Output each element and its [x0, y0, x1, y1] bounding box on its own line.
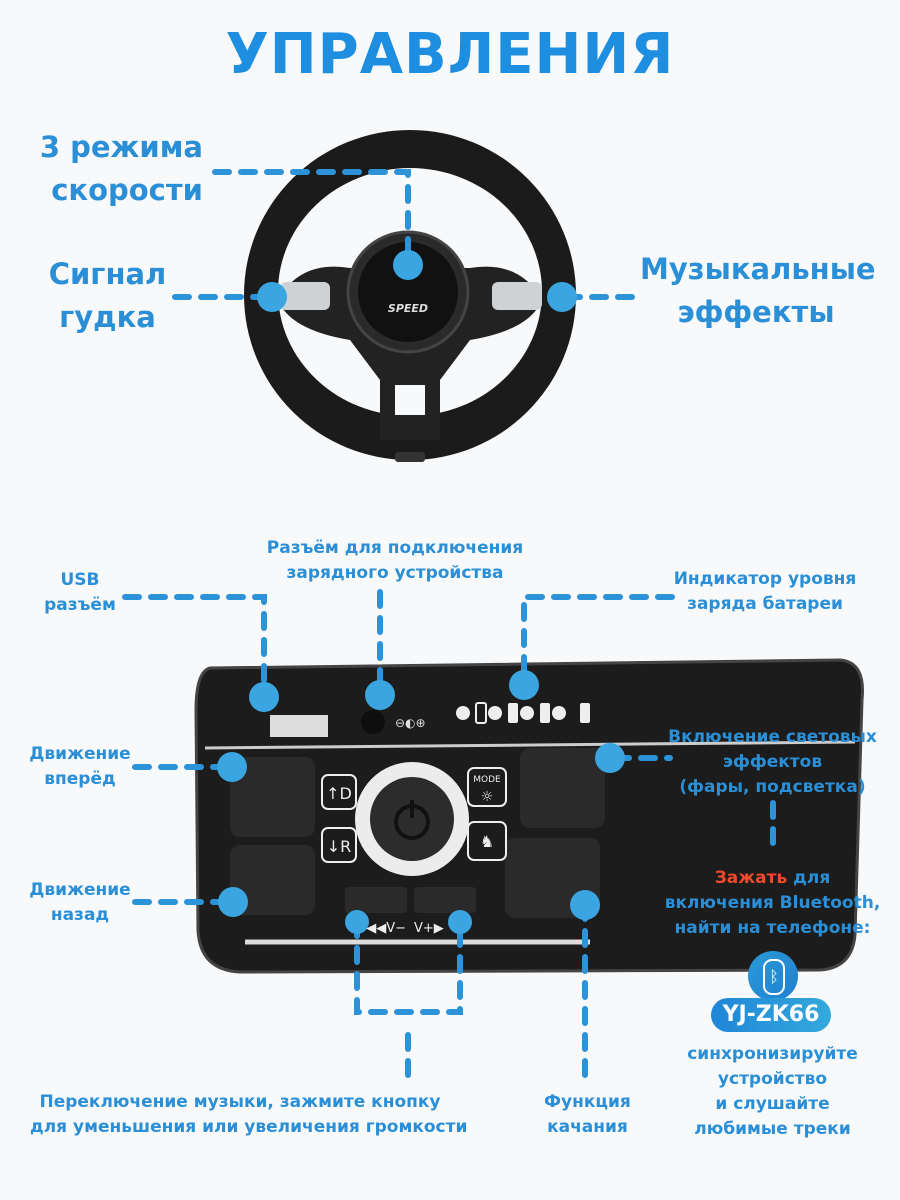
label-music: Музыкальные эффекты: [640, 248, 876, 334]
drive-button[interactable]: [321, 774, 357, 810]
label-line: заряда батареи: [687, 594, 843, 614]
label-line: Музыкальные: [640, 252, 876, 286]
label-line: устройство: [717, 1069, 828, 1089]
label-line: зарядного устройства: [286, 563, 504, 583]
reverse-label: R: [340, 837, 351, 856]
label-backward: Движение назад: [20, 878, 140, 928]
svg-text:◀◀V−: ◀◀V−: [366, 921, 406, 936]
label-line: вперёд: [44, 769, 116, 789]
label-line: Сигнал: [48, 257, 167, 291]
label-line: 3 режима: [39, 130, 203, 164]
volume-down-button[interactable]: [345, 887, 407, 913]
backward-pedal-button[interactable]: [230, 845, 315, 915]
label-line: эффектов: [722, 752, 823, 772]
label-rocking: Функция качания: [530, 1090, 645, 1140]
mode-label: MODE: [473, 775, 501, 785]
label-line: гудка: [59, 300, 156, 334]
vol-up-label: V+: [414, 921, 434, 936]
hold-word: Зажать: [714, 868, 788, 888]
label-line: эффекты: [677, 295, 835, 329]
label-line: назад: [50, 905, 110, 925]
svg-text:V+▶: V+▶: [414, 921, 444, 936]
label-line: для уменьшения или увеличения громкости: [30, 1117, 468, 1137]
control-panel: ⊖◐⊕ ↑D ↓R MODE ☼ ♞: [194, 658, 865, 974]
label-line: для: [787, 868, 831, 888]
usb-port: [270, 715, 328, 737]
label-line: (фары, подсветка): [679, 777, 866, 797]
label-line: Разъём для подключения: [266, 538, 524, 558]
label-line: разъём: [44, 595, 116, 615]
volume-up-button[interactable]: [414, 887, 476, 913]
bluetooth-instructions: Зажать для включения Bluetooth, найти на…: [660, 866, 885, 941]
label-lights: Включение световых эффектов (фары, подсв…: [665, 725, 880, 800]
label-line: Функция: [544, 1092, 631, 1112]
charger-polarity-icon: ⊖◐⊕: [395, 716, 426, 730]
label-line: и слушайте: [715, 1094, 830, 1114]
hub-speed-text: SPEED: [388, 302, 428, 315]
rocking-mode-button[interactable]: [467, 821, 507, 861]
label-line: Включение световых: [668, 727, 877, 747]
rocking-horse-icon: ♞: [480, 832, 494, 851]
label-line: качания: [547, 1117, 628, 1137]
leader-lines: [122, 169, 776, 1085]
battery-indicator: [456, 702, 590, 724]
bluetooth-device-name: YJ-ZK66: [711, 998, 831, 1032]
steering-wheel: SPEED: [244, 130, 576, 462]
label-music-switch: Переключение музыки, зажмите кнопку для …: [30, 1090, 468, 1140]
forward-pedal-button[interactable]: [230, 757, 315, 837]
label-speed-modes: 3 режима скорости: [40, 126, 203, 212]
label-line: Переключение музыки, зажмите кнопку: [39, 1092, 441, 1112]
label-charger: Разъём для подключения зарядного устройс…: [250, 536, 540, 586]
drive-label: D: [340, 784, 352, 803]
label-line: Индикатор уровня: [673, 569, 857, 589]
mode-button[interactable]: [467, 767, 507, 807]
label-usb: USB разъём: [40, 568, 120, 618]
label-line: синхронизируйте: [687, 1044, 858, 1064]
label-line: скорости: [51, 173, 203, 207]
volume-labels: ◀◀V− V+▶: [366, 921, 444, 936]
label-horn: Сигнал гудка: [30, 253, 185, 339]
label-line: USB: [60, 570, 100, 590]
svg-text:↓R: ↓R: [327, 837, 352, 856]
lights-button[interactable]: [520, 748, 605, 828]
page-title: УПРАВЛЕНИЯ: [225, 22, 675, 87]
vol-down-label: V−: [386, 921, 406, 936]
label-line: найти на телефоне:: [674, 918, 871, 938]
label-line: Движение: [29, 744, 131, 764]
power-button[interactable]: [370, 777, 454, 861]
charger-port: [361, 710, 385, 734]
svg-text:↑D: ↑D: [326, 784, 352, 803]
label-line: включения Bluetooth,: [664, 893, 881, 913]
label-line: любимые треки: [694, 1119, 851, 1139]
bluetooth-sync-text: синхронизируйте устройство и слушайте лю…: [660, 1042, 885, 1142]
label-line: Движение: [29, 880, 131, 900]
reverse-button[interactable]: [321, 827, 357, 863]
label-forward: Движение вперёд: [20, 742, 140, 792]
callout-dots: [217, 250, 625, 934]
sun-icon: ☼: [481, 789, 494, 805]
bluetooth-icon: ᛒ: [748, 951, 798, 1001]
label-battery: Индикатор уровня заряда батареи: [660, 567, 870, 617]
